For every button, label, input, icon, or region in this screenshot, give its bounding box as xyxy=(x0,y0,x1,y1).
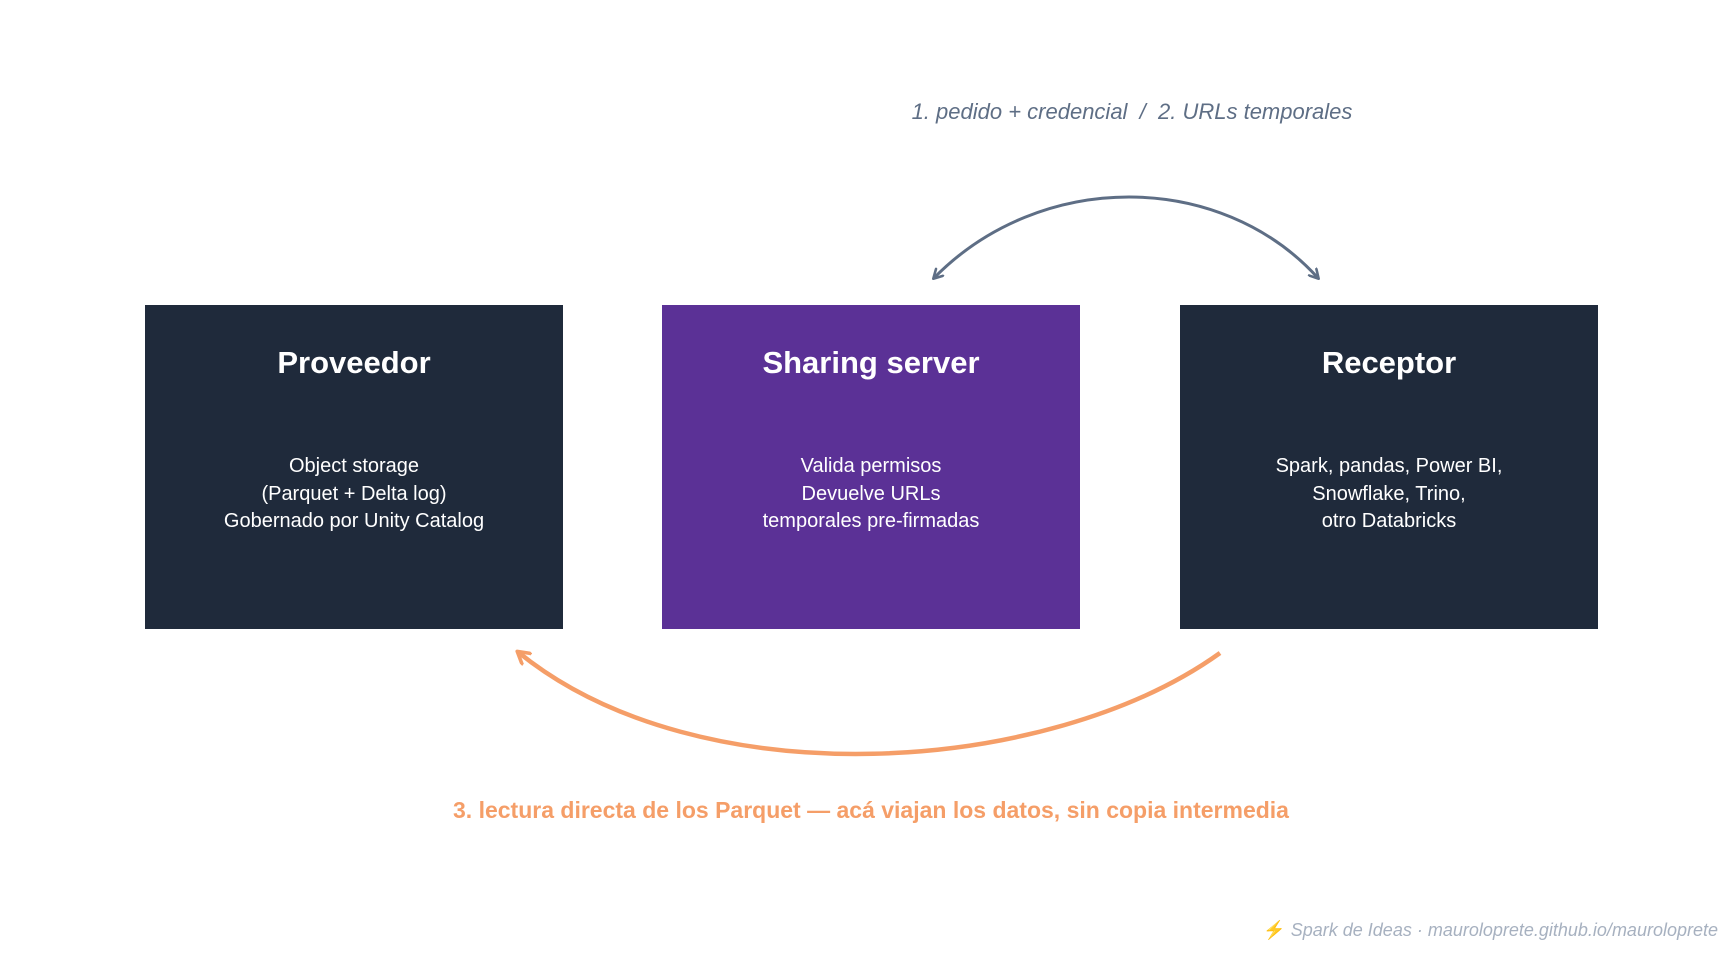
sharing-server-line: Valida permisos xyxy=(800,455,942,477)
receiver-line: otro Databricks xyxy=(1321,510,1457,532)
provider-box: Proveedor Object storage (Parquet + Delt… xyxy=(145,305,563,629)
request-arrow xyxy=(934,195,1318,278)
provider-line: Gobernado por Unity Catalog xyxy=(223,510,485,532)
provider-title: Proveedor xyxy=(277,345,431,380)
receiver-description: Spark, pandas, Power BI, Snowflake, Trin… xyxy=(1180,453,1598,536)
lightning-icon: ⚡ xyxy=(1263,920,1286,940)
receiver-box: Receptor Spark, pandas, Power BI, Snowfl… xyxy=(1180,305,1598,629)
provider-description: Object storage (Parquet + Delta log) Gob… xyxy=(145,453,563,536)
sharing-server-title: Sharing server xyxy=(762,345,980,380)
receiver-title: Receptor xyxy=(1321,345,1457,380)
request-arrow-label: 1. pedido + credencial / 2. URLs tempora… xyxy=(911,99,1353,124)
sharing-server-box: Sharing server Valida permisos Devuelve … xyxy=(662,305,1080,629)
data-read-arrow-label: 3. lectura directa de los Parquet — acá … xyxy=(453,797,1289,823)
footer-text: Spark de Ideas · mauroloprete.github.io/… xyxy=(1290,920,1718,940)
footer-credit[interactable]: ⚡ Spark de Ideas · mauroloprete.github.i… xyxy=(1263,920,1718,941)
sharing-server-line: Devuelve URLs xyxy=(801,482,941,505)
provider-line: Object storage xyxy=(288,455,420,477)
provider-line: (Parquet + Delta log) xyxy=(261,482,447,505)
receiver-line: Snowflake, Trino, xyxy=(1312,482,1466,505)
sharing-server-description: Valida permisos Devuelve URLs temporales… xyxy=(662,453,1080,536)
sharing-server-line: temporales pre-firmadas xyxy=(762,510,980,532)
receiver-line: Spark, pandas, Power BI, xyxy=(1275,455,1503,477)
data-read-arrow xyxy=(518,652,1222,757)
